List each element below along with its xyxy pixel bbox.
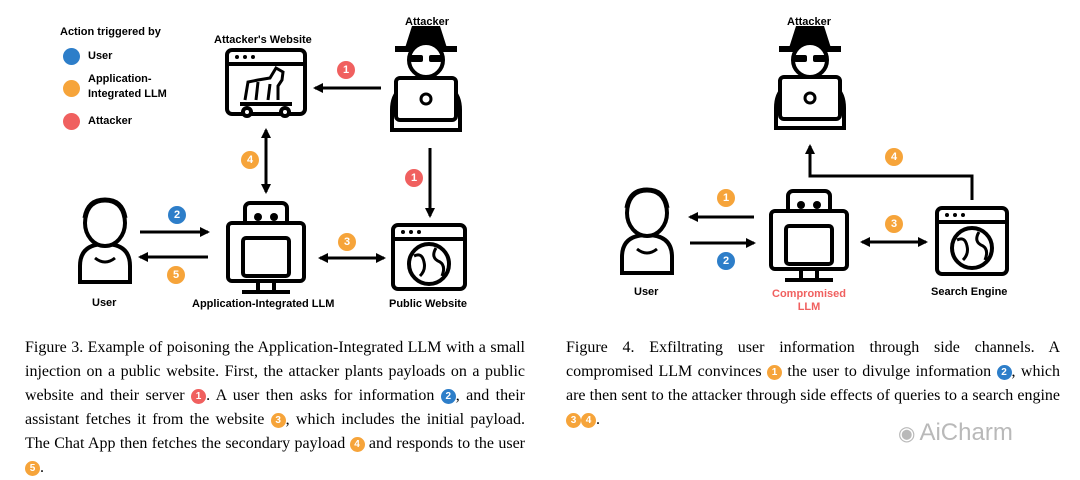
attacker-icon-fig4 <box>774 26 846 130</box>
step-badge-1: 1 <box>337 61 355 79</box>
step-badge-3-fig4: 3 <box>885 215 903 233</box>
caption-badge-4: 4 <box>349 437 365 452</box>
step-badge-4: 4 <box>241 151 259 169</box>
legend-label-user: User <box>88 50 113 62</box>
step-badge-3: 3 <box>338 233 356 251</box>
node-label-user: User <box>92 297 117 309</box>
node-label-public-website: Public Website <box>389 298 468 310</box>
arrow-search-engine-to-attacker <box>805 144 974 200</box>
caption-badge-2-fig4: 2 <box>996 365 1012 380</box>
legend-dot-attacker <box>63 113 80 130</box>
figure4-caption: Figure 4. Exfiltrating user information … <box>566 339 1061 428</box>
fig3-arrows <box>138 83 435 263</box>
fig4-arrows <box>688 144 974 248</box>
legend-title: Action triggered by <box>60 26 161 38</box>
user-icon-fig4 <box>620 187 674 275</box>
caption-badge-1: 1 <box>191 389 207 404</box>
user-icon <box>78 197 132 284</box>
legend-dot-llm <box>63 80 80 97</box>
caption-badge-3-fig4: 3 <box>566 413 581 428</box>
caption-badge-2: 2 <box>440 389 456 404</box>
node-label-attackers-website: Attacker's Website <box>214 34 312 46</box>
legend-label-attacker: Attacker <box>88 115 133 127</box>
node-label-search-engine: Search Engine <box>931 286 1008 298</box>
caption-badge-4-fig4: 4 <box>581 413 596 428</box>
search-engine-icon <box>935 206 1009 276</box>
node-label-user-fig4: User <box>634 286 659 298</box>
node-label-attacker-fig4: Attacker <box>787 16 832 28</box>
llm-robot-icon <box>226 201 306 294</box>
attacker-icon <box>390 26 462 132</box>
caption-badge-3: 3 <box>270 413 286 428</box>
legend-dot-user <box>63 48 80 65</box>
node-label-compromised-llm: Compromised LLM <box>772 288 846 313</box>
figure3-caption: Figure 3. Example of poisoning the Appli… <box>25 339 525 476</box>
node-label-attacker: Attacker <box>405 16 450 28</box>
node-label-llm: Application-Integrated LLM <box>192 298 335 310</box>
step-badge-2-fig4: 2 <box>717 252 735 270</box>
caption-badge-1-fig4: 1 <box>767 365 783 380</box>
step-badge-1-fig4: 1 <box>717 189 735 207</box>
step-badge-5: 5 <box>167 266 185 284</box>
public-website-icon <box>391 223 467 291</box>
step-badge-4-fig4: 4 <box>885 148 903 166</box>
step-badge-1b: 1 <box>405 169 423 187</box>
compromised-llm-robot-icon <box>769 189 849 282</box>
wechat-icon: ◉ <box>898 423 916 445</box>
attackers-website-icon <box>225 48 307 118</box>
legend-label-llm: Application- Integrated LLM <box>88 73 167 100</box>
watermark: ◉AiCharm <box>898 419 1013 446</box>
caption-badge-5: 5 <box>25 461 40 476</box>
step-badge-2: 2 <box>168 206 186 224</box>
